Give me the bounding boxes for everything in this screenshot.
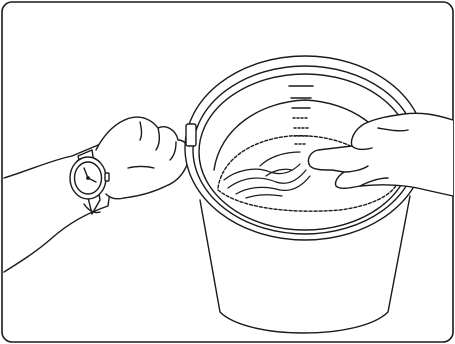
- watch-crown: [105, 173, 109, 181]
- bucket: [185, 56, 425, 333]
- bucket-handle-ear: [186, 124, 196, 146]
